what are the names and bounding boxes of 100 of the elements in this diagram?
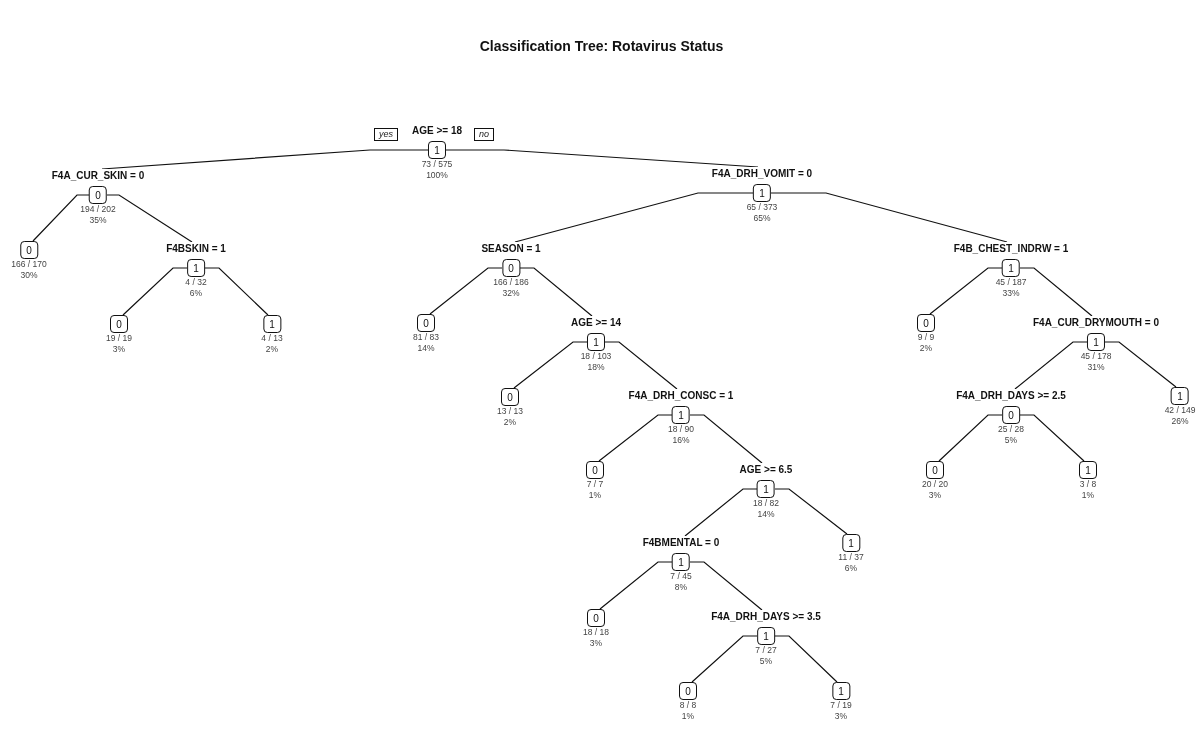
branch-line — [604, 341, 678, 390]
node-percent: 5% — [759, 655, 773, 666]
node-percent: 5% — [1004, 434, 1018, 445]
branch-direction-label: yes — [374, 128, 398, 141]
node-percent: 2% — [265, 343, 279, 354]
branch-line — [684, 488, 758, 537]
class-box: 1 — [1087, 333, 1105, 351]
branch-line — [1014, 341, 1088, 390]
node-count: 7 / 7 — [586, 479, 604, 490]
class-box: 1 — [1079, 461, 1097, 479]
class-box: 1 — [832, 682, 850, 700]
class-box: 1 — [672, 553, 690, 571]
node-count: 166 / 186 — [493, 277, 529, 288]
node-percent: 26% — [1171, 415, 1189, 426]
node-percent: 1% — [1081, 489, 1095, 500]
node-percent: 6% — [844, 562, 858, 573]
class-box: 0 — [586, 461, 604, 479]
node-percent: 2% — [919, 342, 933, 353]
class-box: 1 — [672, 406, 690, 424]
node-count: 65 / 373 — [746, 202, 778, 213]
branch-line — [429, 267, 503, 315]
branch-line — [770, 192, 1008, 243]
node-percent: 16% — [672, 434, 690, 445]
class-box: 1 — [587, 333, 605, 351]
branch-line — [691, 635, 758, 683]
branch-line — [32, 194, 90, 242]
node-count: 42 / 149 — [1164, 405, 1196, 416]
node-percent: 1% — [588, 489, 602, 500]
node-count: 73 / 575 — [421, 159, 453, 170]
class-box: 0 — [587, 609, 605, 627]
class-box: 1 — [842, 534, 860, 552]
node-count: 7 / 19 — [830, 700, 852, 711]
node-percent: 14% — [757, 508, 775, 519]
class-box: 1 — [757, 480, 775, 498]
branch-line — [598, 414, 673, 462]
branch-line — [1019, 267, 1093, 317]
branch-line — [774, 635, 838, 683]
node-percent: 14% — [417, 342, 435, 353]
node-percent: 65% — [753, 212, 771, 223]
split-condition: F4A_DRH_CONSC = 1 — [626, 389, 736, 403]
node-count: 4 / 32 — [185, 277, 207, 288]
class-box: 1 — [1002, 259, 1020, 277]
split-condition: F4B_CHEST_INDRW = 1 — [951, 242, 1071, 256]
class-box: 0 — [502, 259, 520, 277]
branch-line — [204, 267, 269, 316]
node-count: 166 / 170 — [11, 259, 47, 270]
node-percent: 6% — [189, 287, 203, 298]
class-box: 1 — [753, 184, 771, 202]
branch-line — [1019, 414, 1085, 462]
node-count: 18 / 82 — [753, 498, 779, 509]
branch-line — [106, 194, 193, 243]
node-count: 18 / 103 — [580, 351, 612, 362]
branch-line — [101, 149, 429, 170]
node-count: 18 / 18 — [583, 627, 609, 638]
branch-line — [445, 149, 759, 168]
class-box: 0 — [417, 314, 435, 332]
split-condition: F4A_CUR_DRYMOUTH = 0 — [1031, 316, 1161, 330]
class-box: 1 — [428, 141, 446, 159]
branch-line — [514, 192, 754, 243]
branch-line — [689, 414, 763, 464]
node-count: 4 / 13 — [261, 333, 283, 344]
node-count: 9 / 9 — [917, 332, 935, 343]
node-percent: 35% — [89, 214, 107, 225]
class-box: 1 — [757, 627, 775, 645]
branch-line — [122, 267, 188, 316]
chart-title: Classification Tree: Rotavirus Status — [478, 38, 725, 54]
class-box: 0 — [110, 315, 128, 333]
class-box: 0 — [917, 314, 935, 332]
node-percent: 33% — [1002, 287, 1020, 298]
node-count: 81 / 83 — [413, 332, 439, 343]
class-box: 0 — [1002, 406, 1020, 424]
split-condition: F4A_DRH_VOMIT = 0 — [709, 167, 815, 181]
node-count: 7 / 27 — [755, 645, 777, 656]
class-box: 0 — [20, 241, 38, 259]
node-count: 3 / 8 — [1079, 479, 1097, 490]
node-percent: 31% — [1087, 361, 1105, 372]
branch-line — [519, 267, 593, 317]
node-percent: 18% — [587, 361, 605, 372]
split-condition: F4A_DRH_DAYS >= 3.5 — [709, 610, 823, 624]
class-box: 1 — [1171, 387, 1189, 405]
node-percent: 1% — [681, 710, 695, 721]
branch-line — [689, 561, 763, 611]
split-condition: F4A_DRH_DAYS >= 2.5 — [954, 389, 1068, 403]
node-percent: 32% — [502, 287, 520, 298]
branch-direction-label: no — [474, 128, 494, 141]
node-count: 25 / 28 — [998, 424, 1024, 435]
node-percent: 3% — [928, 489, 942, 500]
node-count: 11 / 37 — [838, 552, 864, 563]
node-percent: 3% — [112, 343, 126, 354]
branch-line — [774, 488, 848, 535]
class-box: 1 — [187, 259, 205, 277]
node-count: 7 / 45 — [670, 571, 692, 582]
branch-line — [513, 341, 588, 389]
node-percent: 2% — [503, 416, 517, 427]
node-percent: 3% — [589, 637, 603, 648]
node-count: 18 / 90 — [668, 424, 694, 435]
node-count: 194 / 202 — [80, 204, 116, 215]
node-count: 45 / 178 — [1080, 351, 1112, 362]
class-box: 1 — [263, 315, 281, 333]
node-count: 8 / 8 — [679, 700, 697, 711]
